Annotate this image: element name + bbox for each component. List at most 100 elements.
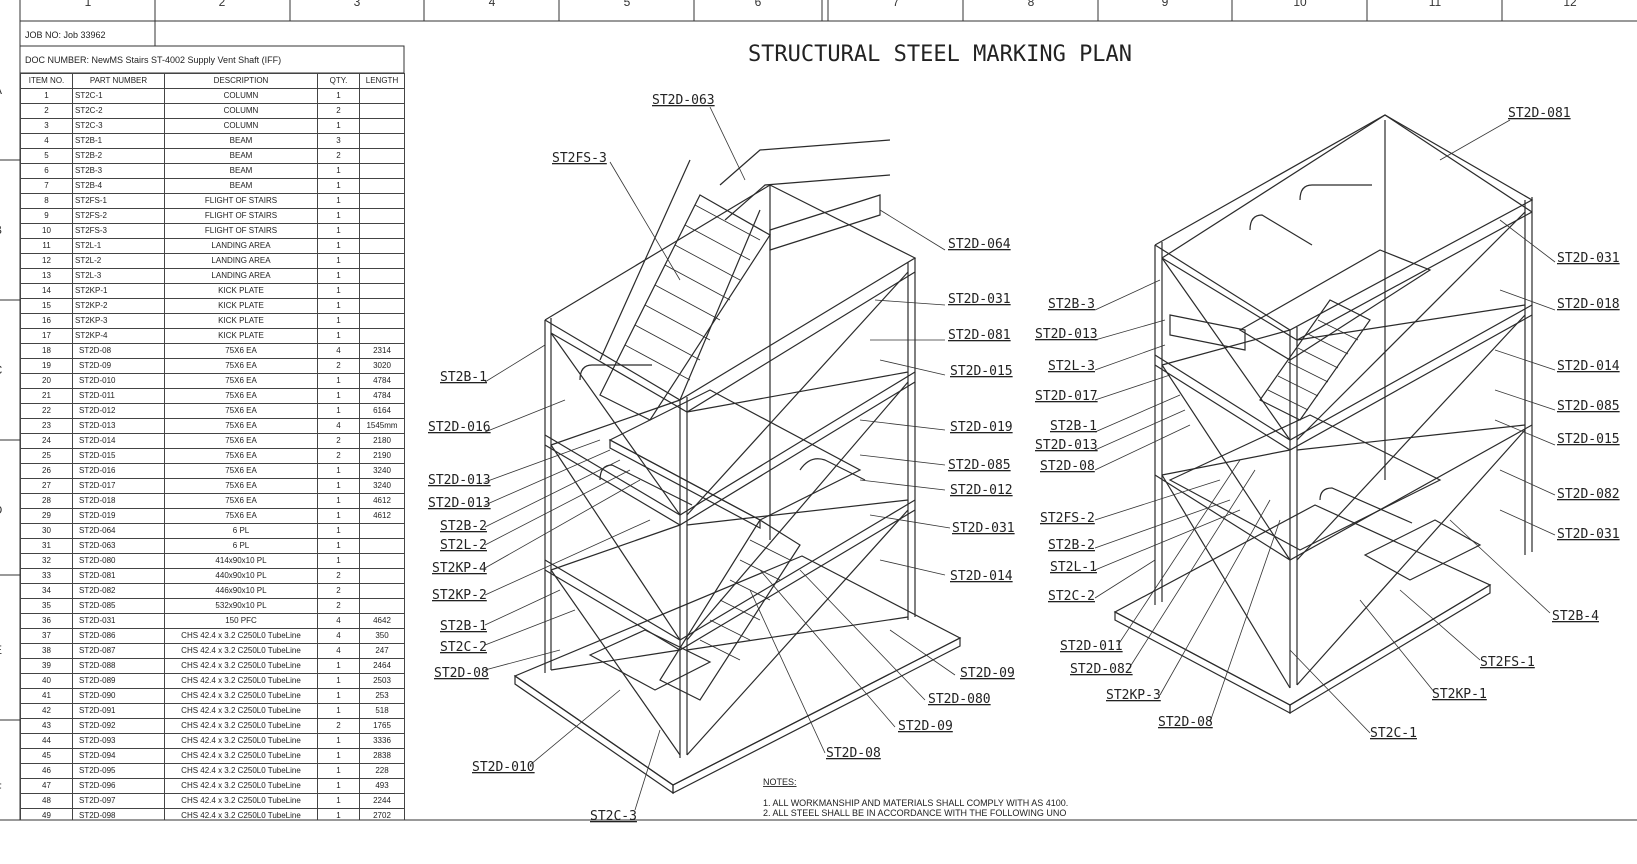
part-number-cell: ST2D-090 (72, 688, 165, 704)
description-cell: 75X6 EA (164, 388, 318, 404)
description-cell: 532x90x10 PL (164, 598, 318, 614)
qty-cell: 2 (317, 598, 360, 614)
description-cell: 75X6 EA (164, 373, 318, 389)
part-number-cell: ST2C-1 (72, 88, 165, 104)
part-number-cell: ST2D-085 (72, 598, 165, 614)
right-stair-tower (1113, 114, 1534, 715)
description-cell: KICK PLATE (164, 313, 318, 329)
length-cell: 2314 (359, 343, 405, 359)
callout-label: ST2D-019 (950, 420, 1013, 435)
item-no-cell: 47 (20, 778, 73, 794)
border-column-label: 3 (354, 0, 361, 9)
item-no-cell: 4 (20, 133, 73, 149)
length-cell (359, 523, 405, 539)
qty-cell: 1 (317, 508, 360, 524)
callout-label: ST2L-2 (440, 538, 487, 553)
qty-cell: 4 (317, 343, 360, 359)
qty-cell: 1 (317, 328, 360, 344)
description-cell: CHS 42.4 x 3.2 C250L0 TubeLine (164, 703, 318, 719)
callout-label: ST2L-3 (1048, 359, 1095, 374)
qty-cell: 1 (317, 748, 360, 764)
description-cell: LANDING AREA (164, 238, 318, 254)
description-cell: 75X6 EA (164, 358, 318, 374)
item-no-cell: 21 (20, 388, 73, 404)
callout-label: ST2C-2 (1048, 589, 1095, 604)
callout-label: ST2D-031 (952, 521, 1015, 536)
description-cell: FLIGHT OF STAIRS (164, 193, 318, 209)
callout-label: ST2D-031 (948, 292, 1011, 307)
qty-cell: 4 (317, 643, 360, 659)
qty-cell: 1 (317, 163, 360, 179)
qty-cell: 1 (317, 118, 360, 134)
length-cell (359, 193, 405, 209)
callout-label: ST2D-010 (472, 760, 535, 775)
item-no-cell: 36 (20, 613, 73, 629)
callout-label: ST2D-080 (928, 692, 991, 707)
callout-label: ST2D-018 (1557, 297, 1620, 312)
leader-lines (484, 106, 1556, 811)
part-number-cell: ST2FS-2 (72, 208, 165, 224)
part-number-cell: ST2C-3 (72, 118, 165, 134)
callout-label: ST2B-1 (1050, 419, 1097, 434)
qty-cell: 3 (317, 133, 360, 149)
description-cell: 75X6 EA (164, 403, 318, 419)
qty-cell: 1 (317, 733, 360, 749)
item-no-cell: 48 (20, 793, 73, 809)
callout-label: ST2B-1 (440, 619, 487, 634)
part-number-cell: ST2D-013 (72, 418, 165, 434)
length-cell: 2702 (359, 808, 405, 820)
part-number-cell: ST2D-064 (72, 523, 165, 539)
part-number-cell: ST2KP-1 (72, 283, 165, 299)
qty-cell: 1 (317, 388, 360, 404)
qty-cell: 2 (317, 568, 360, 584)
item-no-cell: 24 (20, 433, 73, 449)
description-cell: 75X6 EA (164, 343, 318, 359)
length-cell: 228 (359, 763, 405, 779)
length-cell: 4784 (359, 388, 405, 404)
length-cell: 2244 (359, 793, 405, 809)
description-cell: CHS 42.4 x 3.2 C250L0 TubeLine (164, 688, 318, 704)
qty-cell: 1 (317, 673, 360, 689)
description-cell: FLIGHT OF STAIRS (164, 223, 318, 239)
qty-cell: 2 (317, 583, 360, 599)
item-no-cell: 1 (20, 88, 73, 104)
length-cell: 518 (359, 703, 405, 719)
qty-cell: 1 (317, 463, 360, 479)
item-no-cell: 41 (20, 688, 73, 704)
callout-label: ST2D-09 (898, 719, 953, 734)
length-cell (359, 283, 405, 299)
length-cell: 253 (359, 688, 405, 704)
border-column-label: 7 (893, 0, 900, 9)
callout-label: ST2D-013 (1035, 438, 1098, 453)
item-no-cell: 27 (20, 478, 73, 494)
callout-label: ST2C-2 (440, 640, 487, 655)
item-no-cell: 10 (20, 223, 73, 239)
item-no-cell: 31 (20, 538, 73, 554)
part-number-cell: ST2D-063 (72, 538, 165, 554)
qty-cell: 1 (317, 493, 360, 509)
qty-cell: 4 (317, 613, 360, 629)
part-number-cell: ST2D-086 (72, 628, 165, 644)
description-cell: CHS 42.4 x 3.2 C250L0 TubeLine (164, 793, 318, 809)
item-no-cell: 49 (20, 808, 73, 820)
callout-label: ST2FS-2 (1040, 511, 1095, 526)
description-cell: BEAM (164, 163, 318, 179)
qty-cell: 4 (317, 418, 360, 434)
callout-label: ST2D-014 (1557, 359, 1620, 374)
qty-cell: 2 (317, 148, 360, 164)
description-cell: COLUMN (164, 118, 318, 134)
callout-label: ST2D-08 (1040, 459, 1095, 474)
qty-cell: 1 (317, 478, 360, 494)
length-cell (359, 178, 405, 194)
